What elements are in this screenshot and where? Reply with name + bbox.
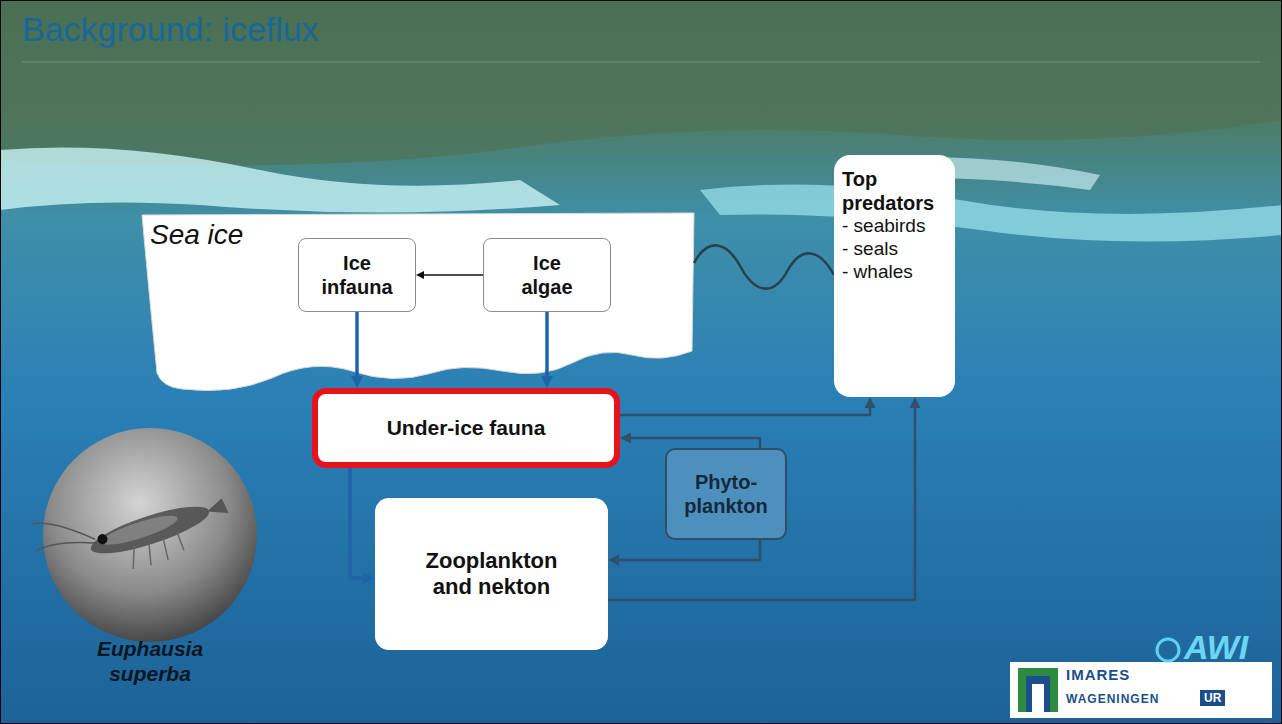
box-label: Zooplankton and nekton [422,548,562,601]
connector [608,540,760,566]
connector-line [350,468,365,578]
connector-line [620,406,870,415]
list-item: - whales [842,261,947,284]
arrowhead [351,376,363,388]
under-ice-fauna-box: Under-ice fauna [312,388,620,468]
box-content: Phyto- plankton [678,470,774,518]
box-label: Ice infauna [315,251,399,299]
connector-line [694,245,834,288]
ice-infauna-box: Ice infauna [298,238,416,312]
box-label: Ice algae [505,251,589,299]
list-item: - seabirds [842,215,947,238]
box-content: Under-ice fauna [387,415,546,440]
arrowhead [865,397,876,408]
connector [620,397,876,415]
connector-line [355,312,359,378]
box-content: Ice infauna [315,251,399,299]
zooplankton-box: Zooplankton and nekton [375,498,608,650]
arrowhead [363,572,375,584]
box-label: Under-ice fauna [387,415,546,440]
box-label: Top predators [842,167,947,215]
sea-ice-region: Sea iceIce infauna Ice algae [142,213,694,393]
connector-line [608,406,915,600]
connector [620,433,760,449]
slide-title: Background: iceflux [22,10,319,49]
connector-line [617,540,760,560]
connector-line [422,274,483,276]
box-content: Ice algae [505,251,589,299]
institute-logo: IMARES [1066,666,1130,683]
university-logo: UR [1200,690,1225,706]
box-content: Zooplankton and nekton [422,548,562,601]
connector [608,397,921,600]
connector-line [629,438,760,448]
region-label: Sea ice [150,219,243,251]
connector [350,468,375,584]
species-caption: Euphausia superba [85,636,215,686]
ice-algae-box: Ice algae [483,238,611,312]
list-item: - seals [842,238,947,261]
box-content: Top predators- seabirds- seals- whales [842,167,947,283]
arrowhead [910,397,921,408]
arrowhead [541,376,553,388]
top-predators-box: Top predators- seabirds- seals- whales [834,155,955,397]
arrowhead [620,433,631,444]
caption-holder: Euphausia superba [40,636,260,686]
institute-logo: AWI [1184,628,1248,667]
arrowhead [608,555,619,566]
connector-line [545,312,549,378]
box-label: Phyto- plankton [678,470,774,518]
connector [694,245,834,288]
university-logo: WAGENINGEN [1066,692,1159,706]
phytoplankton-box: Phyto- plankton [665,448,787,540]
